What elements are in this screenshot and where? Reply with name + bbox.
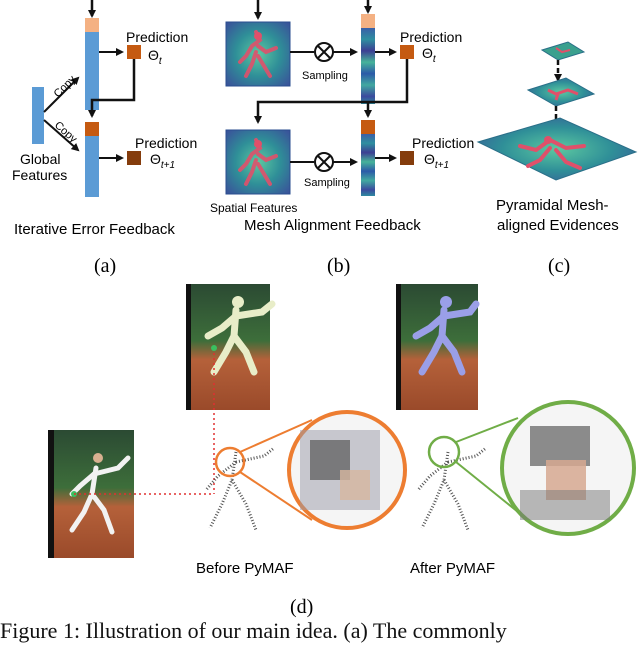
panel-c-title-line2: aligned Evidences — [497, 217, 619, 234]
prediction-label-bottom: Prediction — [135, 135, 197, 151]
panel-c: Pyramidal Mesh- aligned Evidences (c) — [476, 41, 638, 277]
prediction-label-b-bottom: Prediction — [412, 135, 474, 151]
feature-bar-bottom-pred — [85, 122, 99, 136]
copy-label-top: Copy — [52, 73, 79, 100]
figure-caption: Figure 1: Illustration of our main idea.… — [0, 618, 507, 643]
panel-a-label: (a) — [94, 255, 116, 277]
theta-bottom-b: Θt+1 — [424, 151, 449, 171]
sampled-points-after — [416, 417, 519, 531]
mesh-overlay-after — [396, 284, 480, 410]
mesh-feature-bar-top — [361, 28, 375, 104]
feature-bar-top-peach — [85, 18, 99, 32]
sampling-label-bottom: Sampling — [304, 177, 350, 189]
panel-b-label: (b) — [327, 255, 350, 277]
mesh-overlay-before — [186, 284, 276, 494]
panel-b-title: Mesh Alignment Feedback — [244, 217, 421, 234]
global-features-line2: Features — [12, 167, 67, 183]
zoom-circle-after — [500, 400, 636, 536]
spatial-features-label: Spatial Features — [210, 201, 297, 215]
feedback-loop-b — [254, 59, 409, 124]
panel-c-label: (c) — [548, 255, 570, 277]
sampled-points-before — [204, 419, 313, 531]
mesh-feature-bar-bottom — [361, 134, 375, 196]
mesh-feature-bar-top-peach — [361, 14, 375, 28]
zoom-circle-before — [287, 410, 407, 530]
global-features-line1: Global — [20, 151, 60, 167]
panel-a-title: Iterative Error Feedback — [14, 221, 175, 238]
sampling-label-top: Sampling — [302, 70, 348, 82]
sampling-operator-top — [314, 42, 334, 62]
panel-d: Before PyMAF After PyMAF (d) — [48, 284, 636, 618]
pyramid-level-small — [540, 41, 586, 61]
spatial-feature-map-bottom — [225, 129, 291, 195]
feature-bar-bottom — [85, 136, 99, 197]
prediction-box-b-top — [400, 45, 414, 59]
feature-bar-top — [85, 32, 99, 110]
prediction-box-b-bottom — [400, 151, 414, 165]
panel-d-label: (d) — [290, 596, 313, 618]
panel-a: Copy Copy Prediction Θt Prediction Θt+1 … — [12, 0, 197, 277]
prediction-box-bottom — [127, 151, 141, 165]
global-feature-bar — [32, 87, 44, 144]
pyramid-level-medium — [526, 77, 596, 107]
sampling-operator-bottom — [314, 152, 334, 172]
theta-bottom-a: Θt+1 — [150, 151, 175, 171]
theta-top-a: Θt — [148, 47, 163, 67]
copy-label-bottom: Copy — [52, 119, 79, 145]
copy-arrow-bottom — [43, 119, 80, 152]
mesh-feature-bar-bottom-pred — [361, 120, 375, 134]
feedback-loop-a — [88, 59, 136, 118]
before-pymaf-label: Before PyMAF — [196, 560, 294, 577]
panel-c-title-line1: Pyramidal Mesh- — [496, 197, 609, 214]
after-pymaf-label: After PyMAF — [410, 560, 495, 577]
spatial-feature-map-top — [225, 21, 291, 87]
theta-top-b: Θt — [422, 45, 437, 65]
prediction-label-top: Prediction — [126, 29, 188, 45]
copy-arrow-top — [43, 76, 80, 113]
pyramid-level-large — [476, 117, 638, 181]
prediction-label-b-top: Prediction — [400, 29, 462, 45]
prediction-box-top — [127, 45, 141, 59]
panel-b: Sampling Prediction Θt Sampling Predicti… — [210, 0, 474, 277]
